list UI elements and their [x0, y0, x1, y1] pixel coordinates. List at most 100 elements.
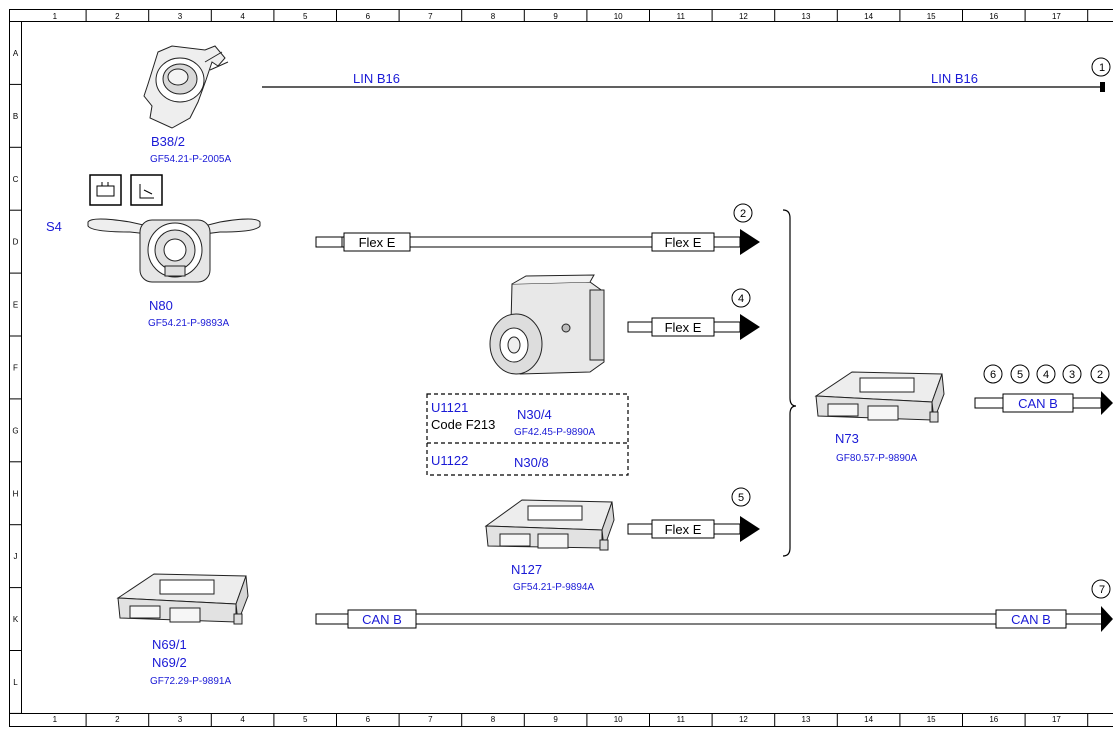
variant-box	[426, 393, 629, 476]
column-number-bottom: 3	[178, 715, 183, 724]
flex-e-label-left: Flex E	[359, 235, 396, 250]
n80-label: N80	[149, 298, 173, 313]
column-number-top: 13	[802, 12, 811, 21]
can-b-bus-n73: CAN B	[974, 391, 1113, 415]
connector-7: 7	[1091, 579, 1111, 599]
group-brace	[782, 209, 797, 557]
column-number-bottom: 5	[303, 715, 308, 724]
switch-icon-2	[130, 174, 163, 206]
lin-b16-left-label: LIN B16	[353, 71, 400, 86]
lin-b16-right-label: LIN B16	[931, 71, 978, 86]
column-number-bottom: 9	[553, 715, 558, 724]
svg-text:5: 5	[1017, 369, 1023, 381]
s4-label: S4	[46, 219, 62, 234]
n69-2-label: N69/2	[152, 655, 187, 670]
column-number-top: 15	[927, 12, 936, 21]
connector-3: 3	[1062, 364, 1082, 384]
u1122-label: U1122	[431, 453, 468, 468]
column-number-bottom: 6	[366, 715, 371, 724]
row-letter: B	[13, 112, 18, 121]
row-letter: D	[13, 238, 19, 247]
row-letter: J	[14, 552, 18, 561]
connector-2-right: 2	[1090, 364, 1110, 384]
flex-e-label-right: Flex E	[665, 235, 702, 250]
column-number-bottom: 11	[677, 715, 686, 724]
n127-label: N127	[511, 562, 542, 577]
row-letter: C	[13, 175, 19, 184]
column-number-top: 14	[864, 12, 873, 21]
row-letter: G	[12, 426, 18, 435]
column-number-top: 7	[428, 12, 433, 21]
can-b-bus-k: CAN B CAN B	[315, 606, 1113, 632]
column-number-top: 16	[989, 12, 998, 21]
connector-2-top: 2	[733, 203, 753, 223]
lin-b16-end-tab	[1100, 82, 1105, 92]
row-letter: K	[13, 615, 19, 624]
svg-text:1: 1	[1099, 62, 1105, 74]
n73-ref: GF80.57-P-9890A	[836, 453, 917, 464]
n69-1-label: N69/1	[152, 637, 187, 652]
svg-text:7: 7	[1099, 584, 1105, 596]
svg-text:4: 4	[738, 293, 744, 305]
can-b-label-n73: CAN B	[1018, 396, 1058, 411]
steering-column-module-image	[87, 218, 261, 283]
row-letter: L	[13, 678, 18, 687]
row-letter: A	[13, 49, 19, 58]
b38-2-label: B38/2	[151, 134, 185, 149]
grid-ruler: 1122334455667788991010111112121313141415…	[9, 9, 1089, 727]
column-number-bottom: 10	[614, 715, 623, 724]
svg-text:2: 2	[1097, 369, 1103, 381]
column-number-bottom: 16	[989, 715, 998, 724]
column-number-top: 12	[739, 12, 748, 21]
column-number-top: 3	[178, 12, 183, 21]
switch-icon-1	[89, 174, 122, 206]
flex-e-bus-e: Flex E	[627, 314, 760, 340]
column-number-bottom: 14	[864, 715, 873, 724]
b38-2-ref: GF54.21-P-2005A	[150, 154, 231, 165]
column-number-top: 6	[366, 12, 371, 21]
n80-ref: GF54.21-P-9893A	[148, 318, 229, 329]
column-number-top: 5	[303, 12, 308, 21]
column-number-top: 10	[614, 12, 623, 21]
flex-e-label-h: Flex E	[665, 522, 702, 537]
svg-text:6: 6	[990, 369, 996, 381]
column-number-top: 8	[491, 12, 496, 21]
can-b-label-left: CAN B	[362, 612, 402, 627]
column-number-bottom: 15	[927, 715, 936, 724]
n73-label: N73	[835, 431, 859, 446]
connector-4-right: 4	[1036, 364, 1056, 384]
connector-5-top: 5	[731, 487, 751, 507]
connector-1: 1	[1091, 57, 1111, 77]
column-number-top: 4	[240, 12, 245, 21]
svg-text:4: 4	[1043, 369, 1049, 381]
row-letter: E	[13, 301, 18, 310]
diagram-frame	[9, 9, 1113, 727]
n73-control-unit-image	[814, 371, 945, 423]
connector-5-right: 5	[1010, 364, 1030, 384]
connector-6: 6	[983, 364, 1003, 384]
esp-hydraulic-unit-image	[489, 274, 605, 375]
n30-8-label: N30/8	[514, 455, 549, 470]
n127-ref: GF54.21-P-9894A	[513, 582, 594, 593]
n30-4-label: N30/4	[517, 407, 552, 422]
flex-e-bus-d: Flex E Flex E	[315, 229, 760, 255]
svg-text:5: 5	[738, 492, 744, 504]
column-number-bottom: 1	[53, 715, 58, 724]
n69-ref: GF72.29-P-9891A	[150, 676, 231, 687]
svg-text:3: 3	[1069, 369, 1075, 381]
column-number-top: 1	[53, 12, 58, 21]
column-number-bottom: 8	[491, 715, 496, 724]
rain-light-sensor-image	[143, 45, 229, 129]
flex-e-label-e: Flex E	[665, 320, 702, 335]
n69-control-unit-image	[116, 573, 249, 625]
column-number-bottom: 4	[240, 715, 245, 724]
flex-e-bus-h: Flex E	[627, 516, 760, 542]
svg-text:2: 2	[740, 208, 746, 220]
can-b-label-right: CAN B	[1011, 612, 1051, 627]
column-number-top: 11	[677, 12, 686, 21]
column-number-bottom: 2	[115, 715, 120, 724]
column-number-bottom: 13	[802, 715, 811, 724]
column-number-top: 9	[553, 12, 558, 21]
row-letter: H	[13, 489, 19, 498]
